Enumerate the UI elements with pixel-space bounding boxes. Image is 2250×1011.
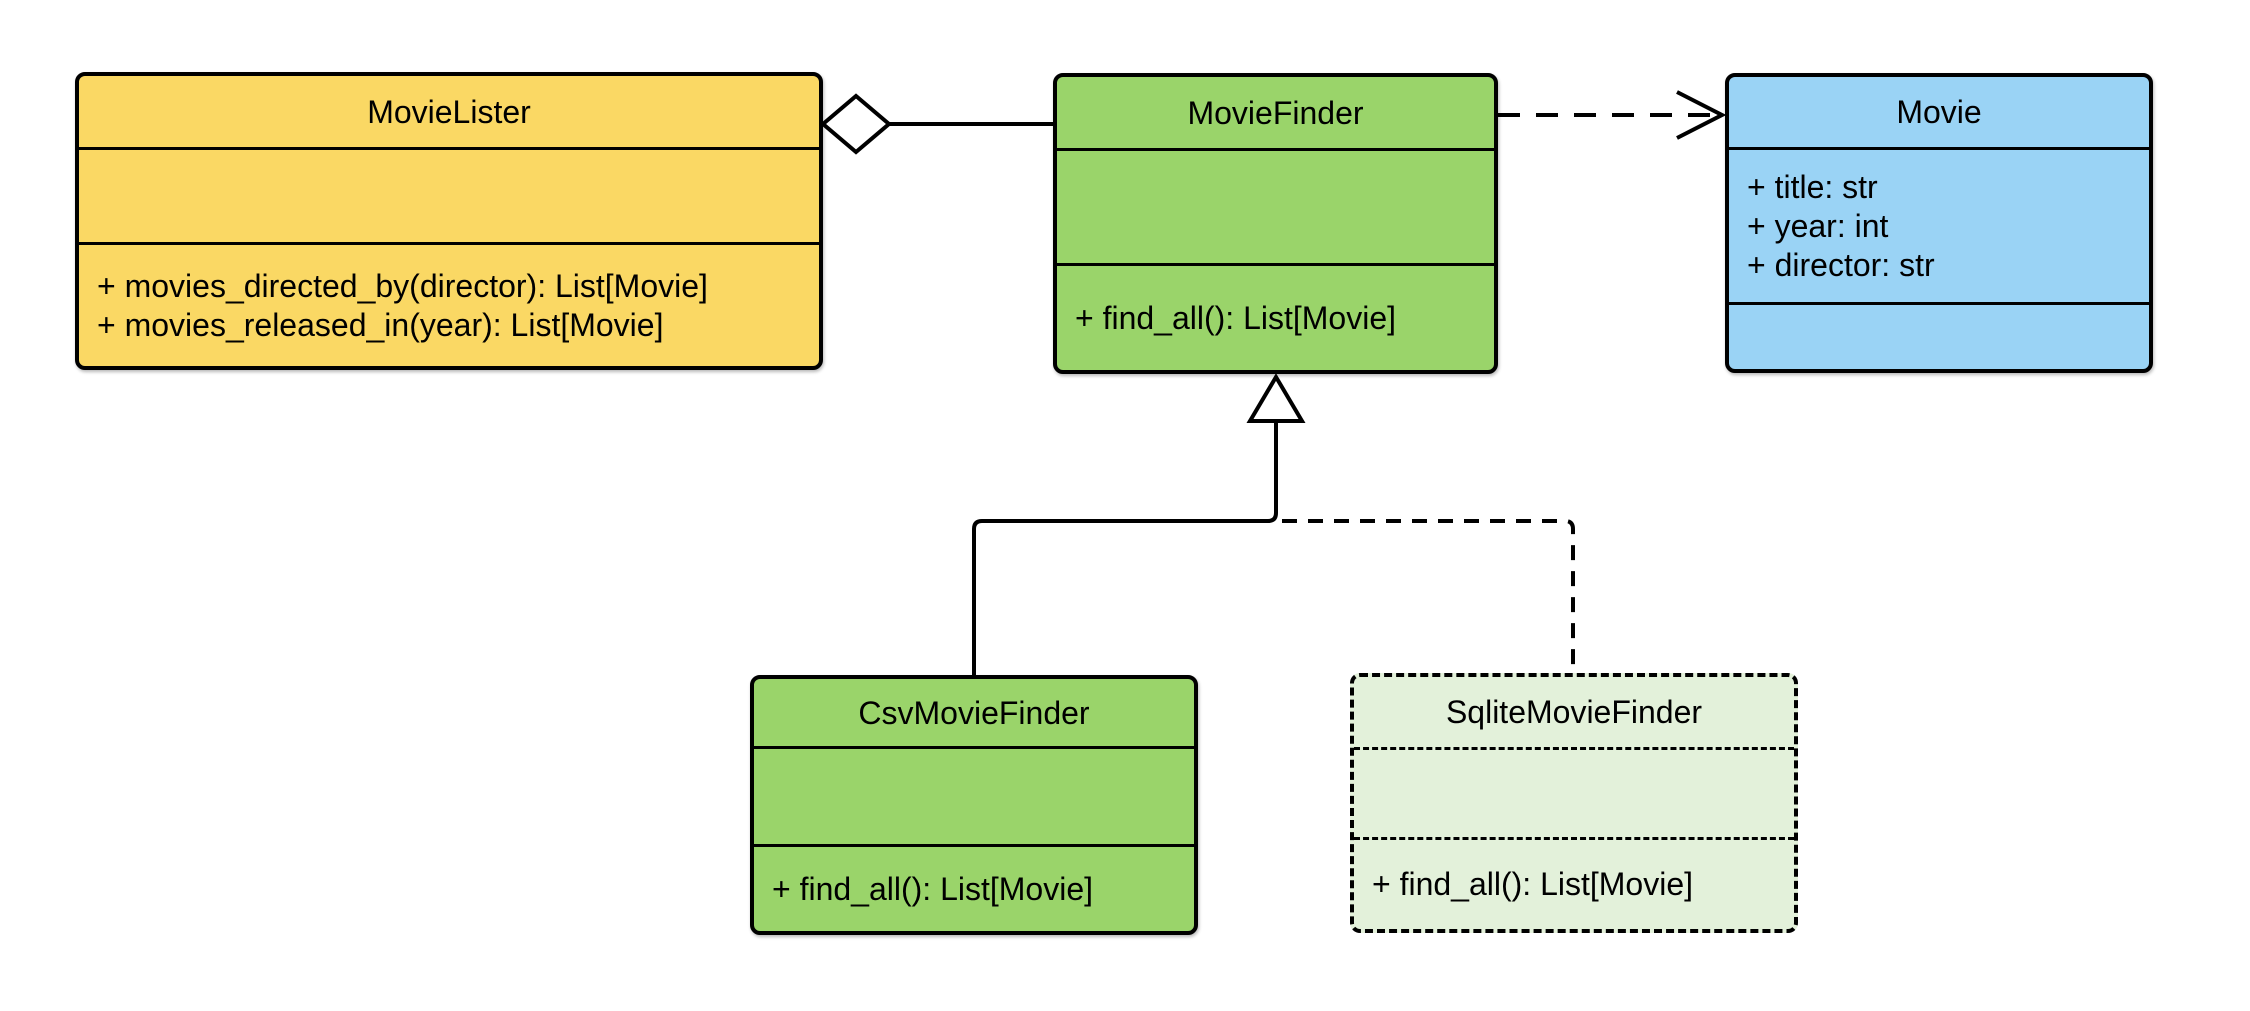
inheritance-connector-sqlite <box>1282 519 1575 674</box>
attribute-text: + year: int <box>1747 207 1889 244</box>
hollow-diamond-marker <box>819 93 893 155</box>
attributes-section-movielister <box>79 147 819 242</box>
class-title-moviefinder: MovieFinder <box>1187 94 1364 131</box>
attributes-section-movie: + title: str + year: int + director: str <box>1729 147 2149 302</box>
attribute-text: + title: str <box>1747 168 1878 205</box>
method-text: + movies_released_in(year): List[Movie] <box>97 306 664 343</box>
class-box-csvmoviefinder: CsvMovieFinder + find_all(): List[Movie] <box>750 675 1198 935</box>
inheritance-solid-line <box>972 422 1278 676</box>
class-box-sqlitemoviefinder: SqliteMovieFinder + find_all(): List[Mov… <box>1350 673 1798 933</box>
attributes-section-moviefinder <box>1057 148 1494 263</box>
attribute-text: + director: str <box>1747 246 1935 283</box>
method-text: + movies_directed_by(director): List[Mov… <box>97 267 708 304</box>
class-box-moviefinder: MovieFinder + find_all(): List[Movie] <box>1053 73 1498 374</box>
class-box-movie: Movie + title: str + year: int + directo… <box>1725 73 2153 373</box>
class-box-movielister: MovieLister + movies_directed_by(directo… <box>75 72 823 370</box>
open-arrowhead-marker <box>1676 90 1727 140</box>
methods-section-csvmoviefinder: + find_all(): List[Movie] <box>754 844 1194 931</box>
dependency-connector <box>1498 90 1727 140</box>
methods-section-movie <box>1729 302 2149 369</box>
class-title-movielister: MovieLister <box>367 93 531 130</box>
class-title-csvmoviefinder: CsvMovieFinder <box>858 694 1090 731</box>
attributes-section-sqlitemoviefinder <box>1354 747 1794 837</box>
method-text: + find_all(): List[Movie] <box>1075 299 1397 336</box>
methods-section-sqlitemoviefinder: + find_all(): List[Movie] <box>1354 837 1794 929</box>
methods-section-moviefinder: + find_all(): List[Movie] <box>1057 263 1494 370</box>
inheritance-dashed-line <box>1282 519 1575 674</box>
attributes-section-csvmoviefinder <box>754 746 1194 844</box>
hollow-triangle-marker <box>1246 373 1306 423</box>
method-text: + find_all(): List[Movie] <box>772 870 1094 907</box>
aggregation-connector <box>819 93 1053 155</box>
method-text: + find_all(): List[Movie] <box>1372 866 1694 902</box>
class-title-sqlitemoviefinder: SqliteMovieFinder <box>1445 694 1703 730</box>
class-title-movie: Movie <box>1896 94 1982 130</box>
methods-section-movielister: + movies_directed_by(director): List[Mov… <box>79 242 819 366</box>
inheritance-connector-csv <box>972 373 1306 676</box>
